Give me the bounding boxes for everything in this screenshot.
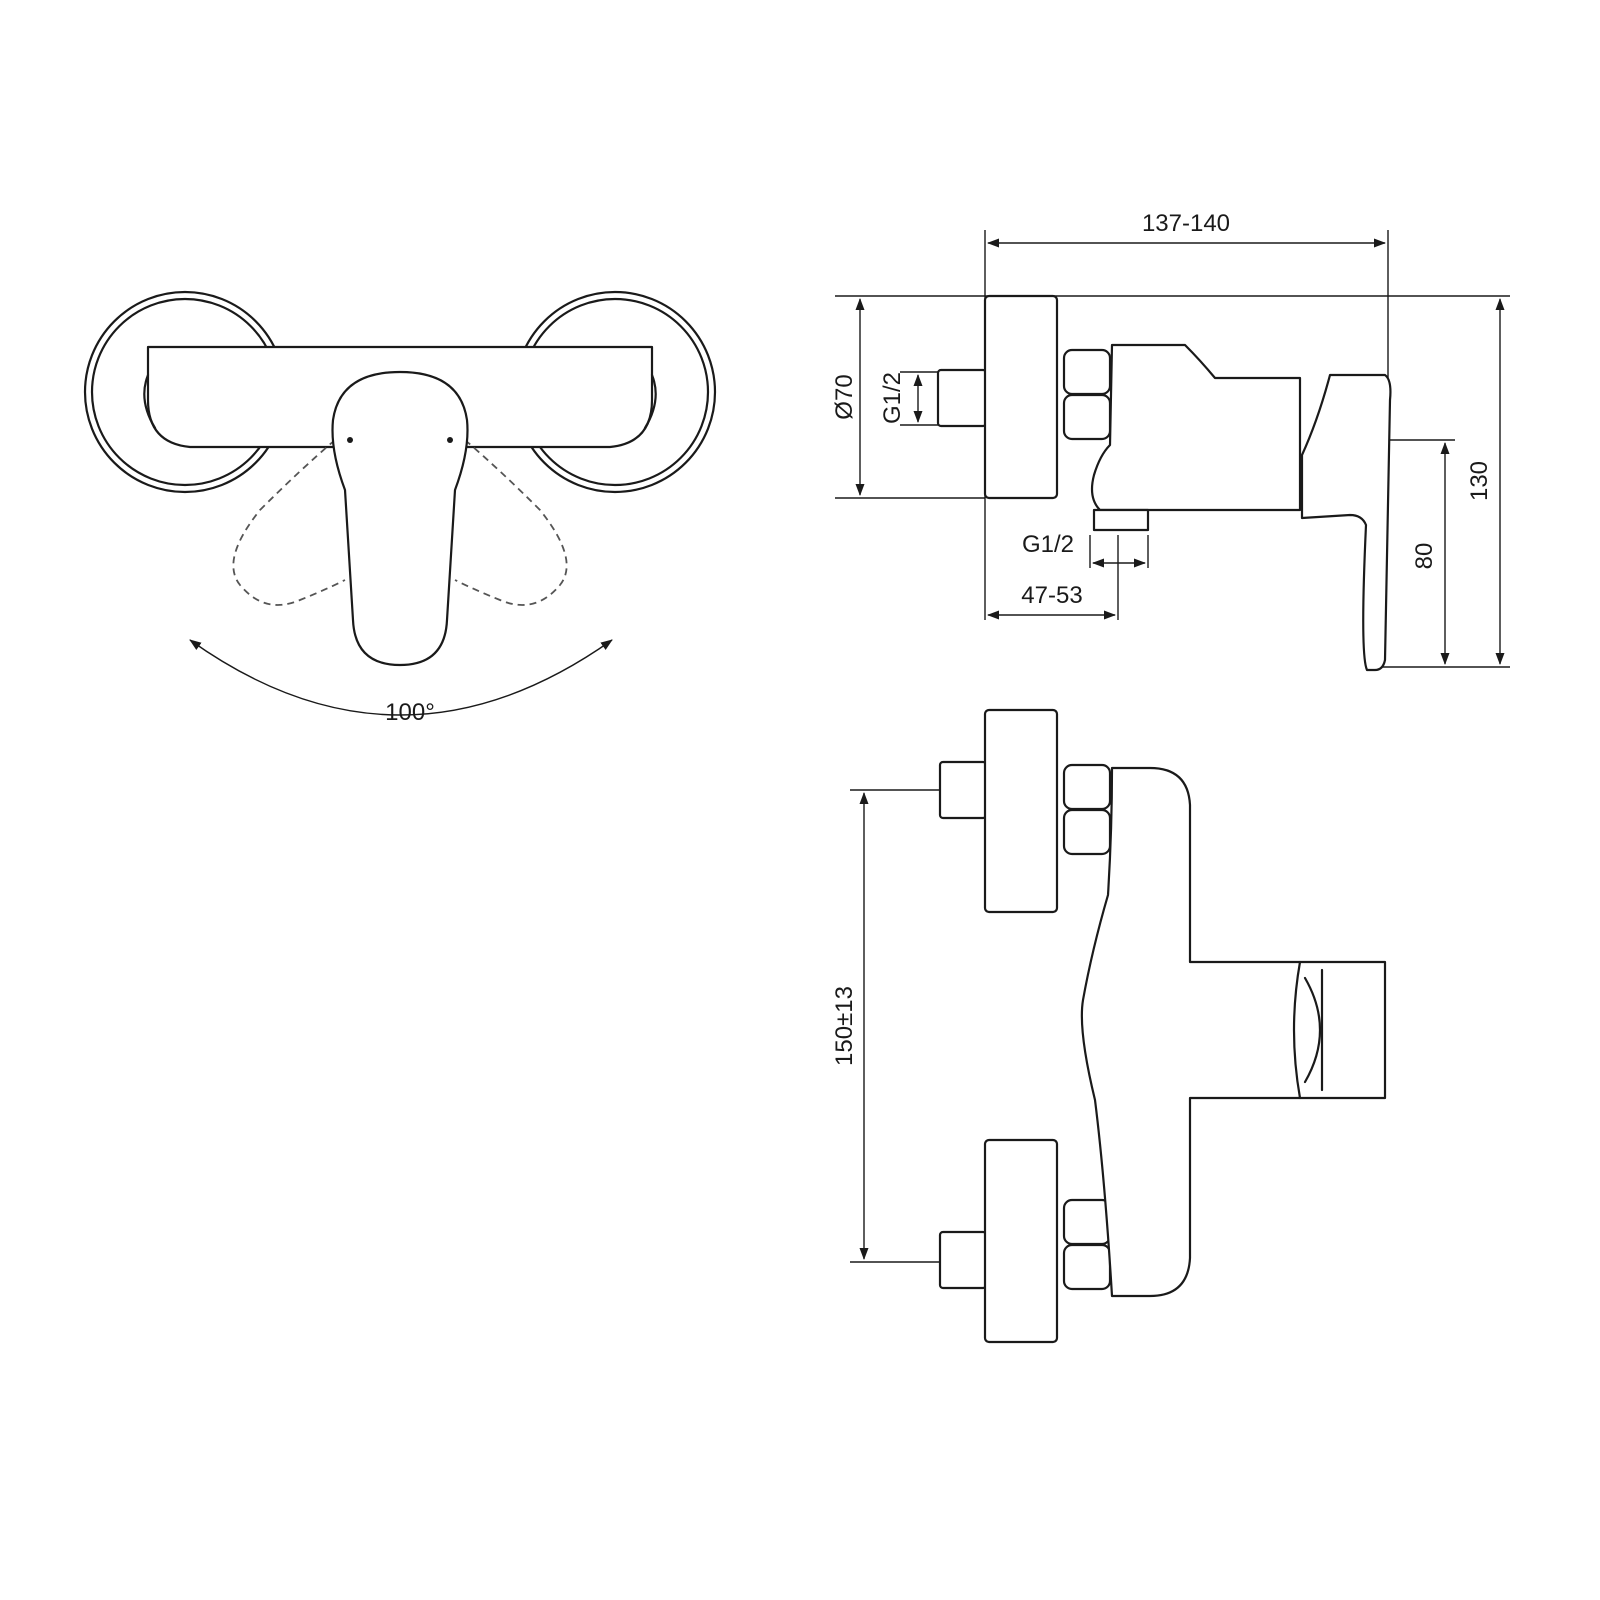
- hex-nut-lower: [1062, 393, 1112, 441]
- inlet-thread-label: G1/2: [879, 372, 906, 424]
- rotation-angle-arrow: [189, 639, 613, 716]
- body-end-right-detail: [643, 373, 657, 430]
- lower-hex-nut-b: [1062, 1243, 1112, 1291]
- hex-nut-upper: [1062, 348, 1112, 396]
- screw-dot-right: [447, 437, 453, 443]
- inlet-pipe-stub: [936, 368, 988, 428]
- front-view: 100°: [83, 290, 717, 726]
- side-view: 137-140 Ø70 G1/2 G1/2 47-53 130 80: [831, 210, 1510, 672]
- screw-dot-left: [347, 437, 353, 443]
- lever-position-right: [454, 439, 568, 606]
- mixer-body-side: [1090, 343, 1302, 512]
- upper-hex-nut-a: [1062, 763, 1112, 811]
- outlet-offset-label: 47-53: [1021, 582, 1082, 609]
- lower-inlet-stub: [938, 1230, 988, 1290]
- rosette-side: [983, 294, 1059, 500]
- lever-height-label: 80: [1411, 543, 1438, 570]
- top-view: 150±13: [831, 708, 1387, 1344]
- lower-hex-nut-a: [1062, 1198, 1112, 1246]
- mixer-body-top: [1080, 766, 1302, 1298]
- lever-handle-side: [1300, 373, 1392, 672]
- upper-hex-nut-b: [1062, 808, 1112, 856]
- outlet-thread-label: G1/2: [1022, 531, 1074, 558]
- upper-inlet-stub: [938, 760, 988, 820]
- outlet-connector: [1092, 508, 1150, 532]
- lever-position-left: [232, 439, 346, 606]
- centers-label: 150±13: [831, 986, 858, 1066]
- overall-height-label: 130: [1466, 461, 1493, 501]
- rotation-angle-label: 100°: [385, 699, 435, 726]
- lever-cap-curve: [1303, 976, 1321, 1084]
- lever-top-view: [1292, 960, 1387, 1100]
- body-end-left-detail: [143, 373, 157, 430]
- lower-rosette-top: [983, 1138, 1059, 1344]
- lever-handle-front: [331, 370, 469, 667]
- rosette-diameter-label: Ø70: [831, 374, 858, 419]
- overall-depth-label: 137-140: [1142, 210, 1230, 237]
- upper-rosette-top: [983, 708, 1059, 914]
